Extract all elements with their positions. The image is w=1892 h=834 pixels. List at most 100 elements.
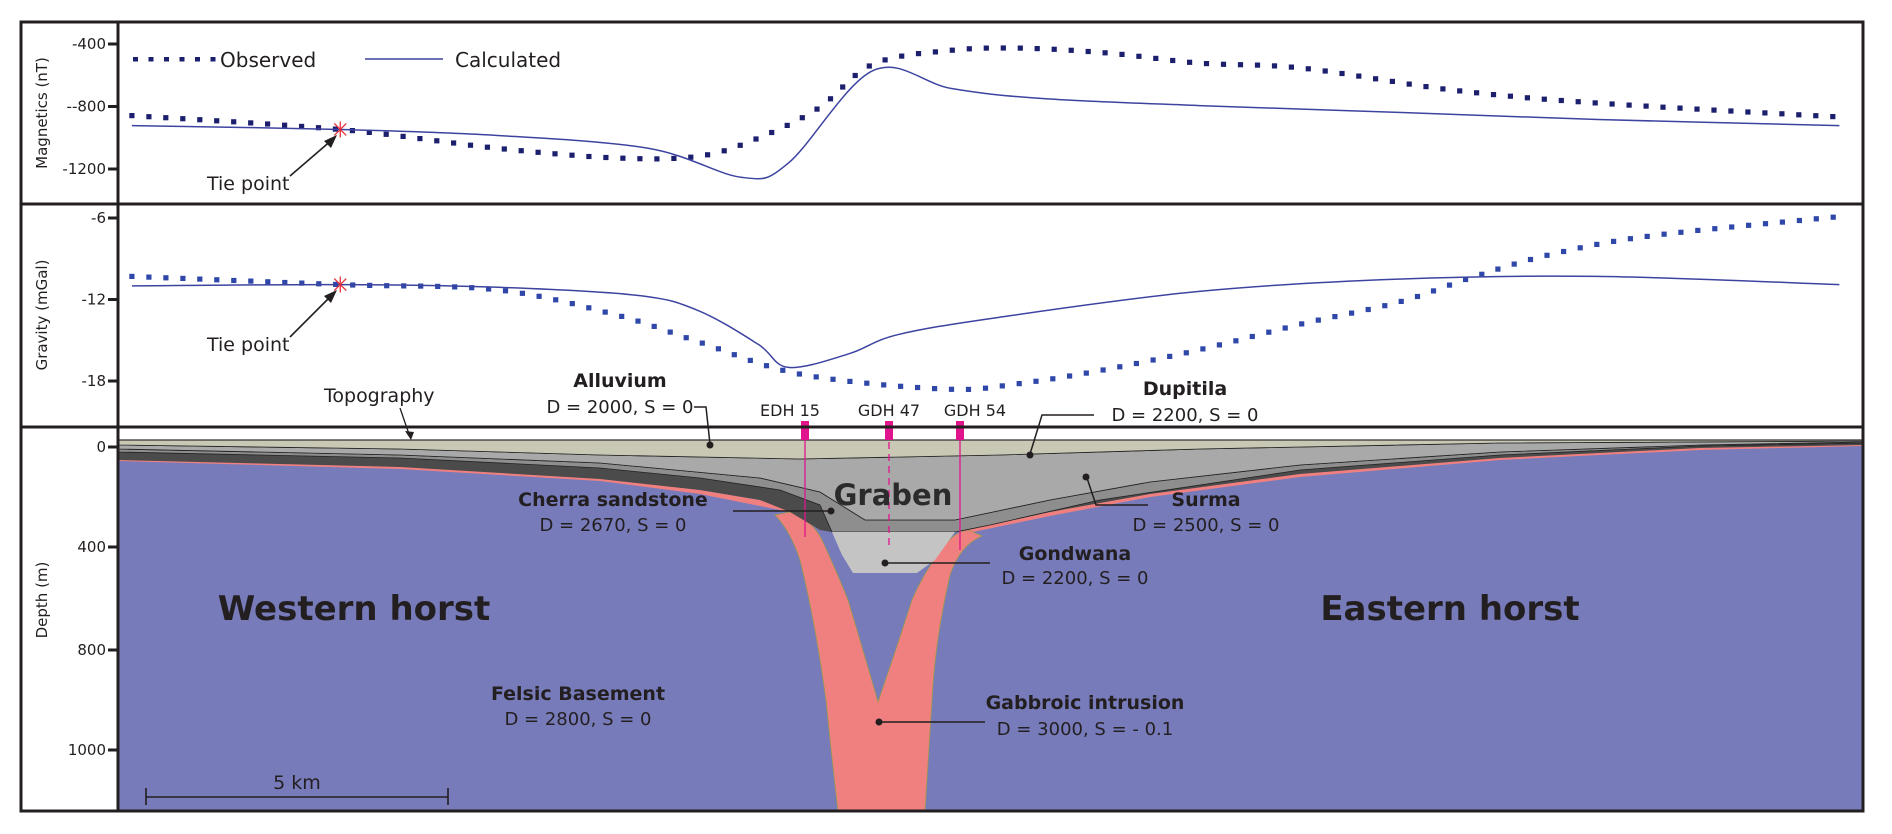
- observed-point: [553, 297, 559, 303]
- observed-point: [1083, 370, 1089, 376]
- observed-point: [753, 136, 759, 142]
- observed-point: [1830, 214, 1836, 220]
- observed-point: [602, 309, 608, 315]
- observed-point: [1490, 92, 1497, 98]
- observed-point: [552, 151, 558, 157]
- observed-point: [1611, 238, 1617, 244]
- observed-point: [484, 144, 490, 150]
- observed-point: [1779, 111, 1785, 117]
- observed-point: [915, 51, 922, 57]
- observed-point: [1051, 46, 1057, 52]
- cherra-sandstone-marker: [827, 507, 835, 515]
- observed-point: [965, 386, 972, 392]
- observed-point: [1728, 108, 1734, 114]
- observed-point: [315, 125, 322, 131]
- observed-point: [635, 318, 641, 324]
- observed-point: [799, 115, 805, 121]
- wells: EDH 15 GDH 47 GDH 54: [760, 401, 1006, 550]
- observed-point: [1068, 47, 1074, 53]
- observed-point: [1796, 217, 1802, 224]
- alluvium-params: D = 2000, S = 0: [546, 397, 693, 418]
- cherra-sandstone-params: D = 2670, S = 0: [539, 515, 686, 536]
- magnetics-axis-title: Magnetics (nT): [33, 57, 51, 169]
- observed-point: [1830, 114, 1836, 120]
- observed-point: [518, 148, 524, 154]
- well-edh15-label: EDH 15: [760, 401, 820, 420]
- observed-point: [435, 283, 441, 289]
- observed-point: [1117, 364, 1123, 370]
- observed-point: [1254, 62, 1261, 68]
- observed-point: [1050, 376, 1056, 382]
- observed-point: [316, 281, 322, 287]
- observed-point: [1594, 241, 1600, 247]
- observed-point: [451, 140, 457, 146]
- observed-point: [866, 63, 872, 69]
- magnetics-axis: Magnetics (nT) -400--800-1200: [33, 35, 118, 178]
- dupitila-name: Dupitila: [1143, 378, 1227, 400]
- observed-point: [1266, 329, 1272, 335]
- y-tick-label: --800: [67, 98, 106, 116]
- observed-point: [847, 378, 853, 384]
- observed-point: [899, 53, 905, 59]
- observed-point: [1507, 93, 1513, 99]
- observed-point: [1339, 70, 1345, 77]
- observed-point: [586, 305, 592, 311]
- observed-point: [401, 283, 407, 289]
- observed-point: [737, 142, 743, 148]
- observed-path-guide: [132, 48, 1840, 159]
- observed-point: [1446, 282, 1453, 288]
- observed-point: [1694, 106, 1700, 112]
- observed-point: [1511, 261, 1517, 267]
- observed-point: [715, 346, 721, 352]
- observed-point: [1609, 101, 1615, 107]
- grav-tie-point-annotation: Tie point: [206, 290, 337, 356]
- observed-point: [1271, 63, 1278, 69]
- observed-point: [603, 154, 609, 161]
- observed-point: [1356, 73, 1362, 79]
- observed-point: [248, 278, 254, 284]
- observed-point: [486, 286, 492, 292]
- observed-point: [620, 155, 626, 161]
- observed-point: [637, 156, 643, 162]
- observed-point: [763, 363, 770, 369]
- observed-point: [452, 284, 458, 290]
- observed-point: [731, 352, 737, 358]
- observed-point: [1677, 105, 1683, 111]
- observed-point: [1034, 46, 1040, 52]
- alluvium-name: Alluvium: [573, 370, 666, 392]
- gabbroic-intrusion: [774, 511, 984, 812]
- observed-point: [840, 84, 846, 90]
- observed-path-guide: [132, 217, 1840, 390]
- alluvium-leader: [694, 406, 711, 445]
- observed-point: [1249, 333, 1255, 340]
- cherra-sandstone-name: Cherra sandstone: [518, 489, 708, 511]
- observed-point: [1660, 104, 1666, 110]
- calculated-line: [131, 275, 1840, 369]
- observed-point: [1745, 109, 1751, 115]
- well-edh15-collar: [801, 421, 809, 440]
- observed-point: [1389, 78, 1395, 84]
- observed-point: [683, 335, 689, 341]
- observed-point: [881, 382, 887, 388]
- surma-marker: [1082, 473, 1090, 481]
- observed-point: [265, 279, 271, 285]
- observed-point: [1423, 84, 1429, 90]
- observed-point: [282, 279, 288, 286]
- observed-point: [1678, 229, 1684, 235]
- y-tick-label: -400: [72, 35, 106, 53]
- observed-point: [536, 293, 542, 299]
- geology-annotations: Topography Alluvium D = 2000, S = 0 Dupi…: [145, 370, 1580, 805]
- well-gdh54-label: GDH 54: [944, 401, 1006, 420]
- observed-point: [721, 148, 727, 154]
- observed-point: [1544, 252, 1550, 258]
- felsic-basement-name: Felsic Basement: [491, 683, 665, 705]
- observed-point: [1440, 86, 1446, 92]
- depth-axis-title: Depth (m): [33, 562, 51, 639]
- observed-point: [1577, 245, 1583, 251]
- observed-point: [1183, 350, 1189, 356]
- observed-point: [769, 129, 775, 136]
- observed-point: [864, 380, 870, 386]
- observed-point: [1216, 342, 1222, 348]
